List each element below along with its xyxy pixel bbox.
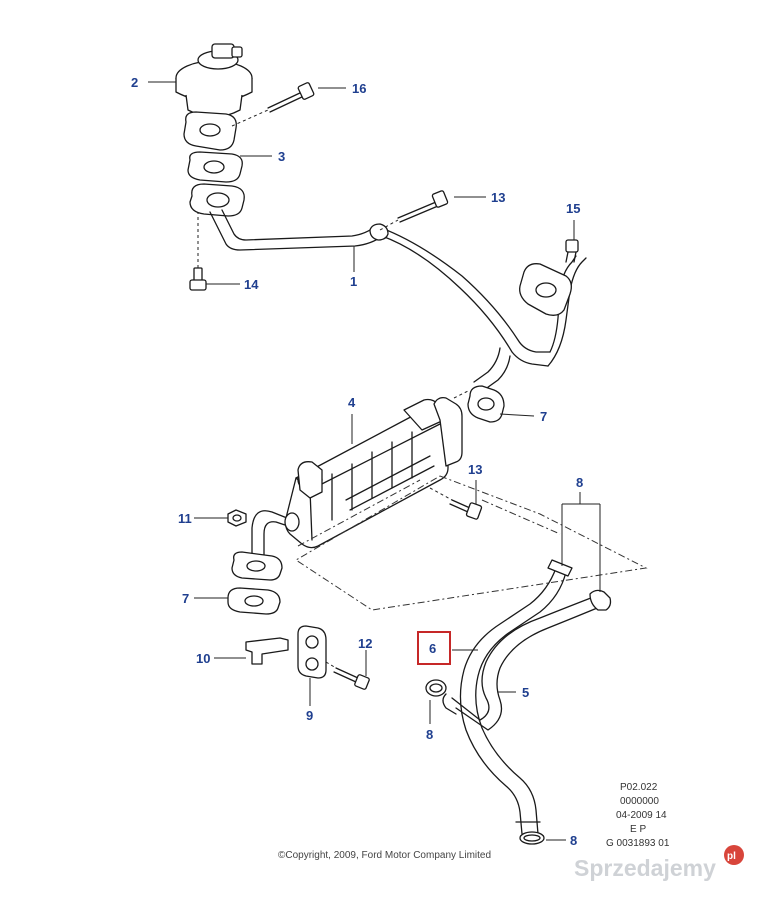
callout-12[interactable]: 12 [358, 636, 372, 651]
callout-7-lower[interactable]: 7 [182, 591, 189, 606]
hose-clamp-part-8-bottom[interactable] [519, 831, 545, 845]
callout-1[interactable]: 1 [350, 274, 357, 289]
callout-8-top[interactable]: 8 [576, 475, 583, 490]
bolt-part-13-upper[interactable] [379, 190, 449, 231]
bracket-part-10[interactable] [245, 637, 289, 665]
assembly-outline [295, 475, 648, 611]
bolt-part-14[interactable] [189, 212, 207, 291]
reference-line-3: 04-2009 14 [616, 810, 667, 821]
callout-leaders [148, 81, 601, 841]
nut-part-11[interactable] [227, 509, 247, 527]
clamp-part-9[interactable] [297, 625, 327, 679]
callout-9[interactable]: 9 [306, 708, 313, 723]
callout-8-left[interactable]: 8 [426, 727, 433, 742]
reference-line-1: P02.022 [620, 782, 658, 793]
callout-3[interactable]: 3 [278, 149, 285, 164]
hose-clamp-part-8-left[interactable] [425, 679, 447, 697]
watermark-badge-icon [724, 845, 744, 865]
reference-line-4: E P [630, 824, 646, 835]
callout-7-upper[interactable]: 7 [540, 409, 547, 424]
reference-line-5: G 0031893 01 [606, 838, 670, 849]
gasket-part-3[interactable] [183, 111, 245, 217]
gasket-part-7-lower[interactable] [227, 587, 281, 615]
sprzedajemy-watermark: Sprzedajemy pl [574, 845, 744, 881]
reference-line-2: 0000000 [620, 796, 659, 807]
egr-cooler-part-4[interactable] [284, 396, 463, 549]
callout-11[interactable]: 11 [178, 511, 192, 526]
callout-2[interactable]: 2 [131, 75, 138, 90]
callout-5[interactable]: 5 [522, 685, 529, 700]
callout-13-lower[interactable]: 13 [468, 462, 482, 477]
callout-15[interactable]: 15 [566, 201, 580, 216]
watermark-badge-text: pl [727, 851, 736, 862]
egr-pipe-part-1[interactable] [209, 209, 587, 391]
bolt-part-15[interactable] [565, 239, 579, 263]
bolt-part-12[interactable] [325, 661, 370, 690]
callout-13-upper[interactable]: 13 [491, 190, 505, 205]
bolt-part-16[interactable] [231, 82, 315, 127]
reference-block: P02.022 0000000 04-2009 14 E P G 0031893… [606, 782, 670, 849]
callout-14[interactable]: 14 [244, 277, 259, 292]
cooler-outlet-elbow[interactable] [231, 510, 300, 581]
egr-valve-part-2[interactable] [175, 43, 253, 118]
callout-8-bottom[interactable]: 8 [570, 833, 577, 848]
copyright-notice: ©Copyright, 2009, Ford Motor Company Lim… [278, 850, 491, 861]
callout-4[interactable]: 4 [348, 395, 356, 410]
bolt-part-13-lower[interactable] [429, 487, 483, 520]
callout-6-highlight [417, 631, 451, 665]
callout-6[interactable]: 6 [429, 641, 436, 656]
hose-part-5[interactable] [442, 589, 612, 731]
callout-16[interactable]: 16 [352, 81, 366, 96]
watermark-text: Sprzedajemy [574, 855, 716, 881]
hose-part-6[interactable] [459, 559, 573, 835]
callout-10[interactable]: 10 [196, 651, 210, 666]
